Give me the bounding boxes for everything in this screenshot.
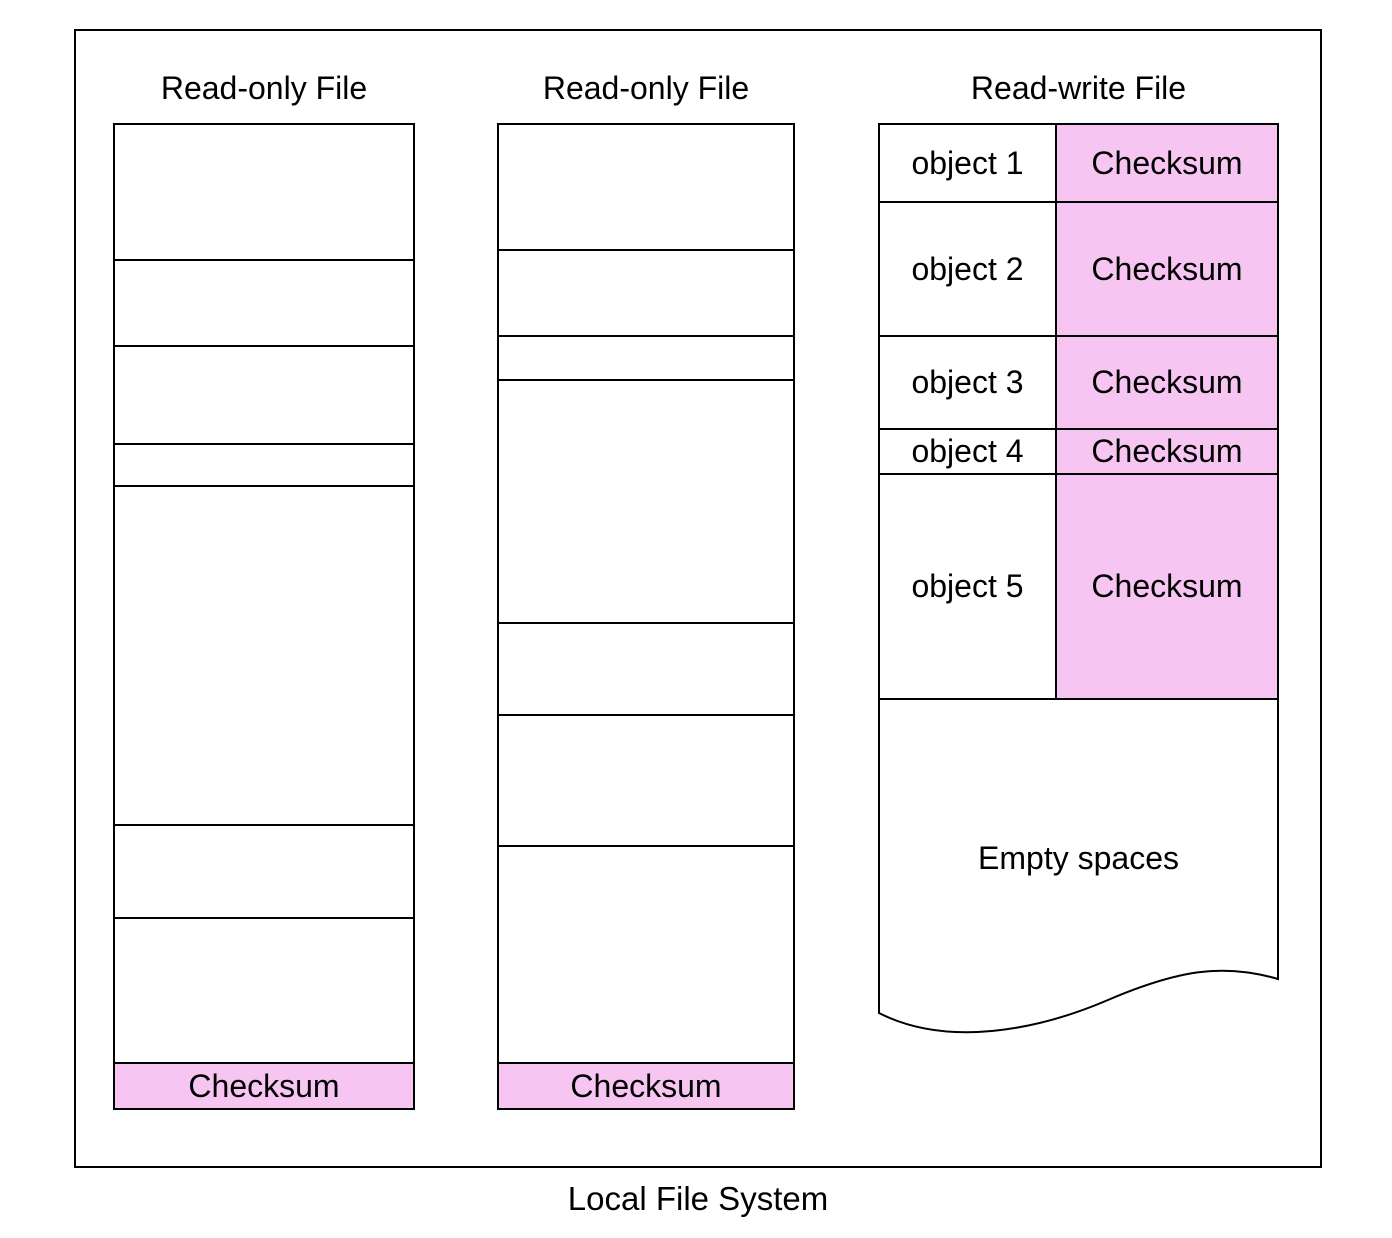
object-row: object 4 Checksum	[880, 428, 1277, 473]
readwrite-file-title: Read-write File	[970, 70, 1187, 106]
readonly-file-2-title: Read-only File	[542, 70, 750, 106]
empty-spaces-region	[878, 700, 1279, 1034]
file-segment	[499, 125, 793, 249]
checksum-cell: Checksum	[1057, 475, 1277, 698]
checksum-band: Checksum	[499, 1062, 793, 1108]
file-segment	[499, 249, 793, 335]
object-cell: object 4	[880, 430, 1057, 473]
object-cell: object 2	[880, 203, 1057, 335]
readonly-file-1-box: Checksum	[113, 123, 415, 1110]
empty-spaces-label: Empty spaces	[978, 840, 1179, 876]
object-row: object 1 Checksum	[880, 125, 1277, 201]
file-segment	[115, 824, 413, 917]
file-segment	[499, 335, 793, 379]
file-segment	[499, 714, 793, 845]
object-cell: object 3	[880, 337, 1057, 428]
object-row: object 5 Checksum	[880, 473, 1277, 698]
file-segment	[499, 622, 793, 714]
checksum-band: Checksum	[115, 1062, 413, 1108]
file-segment	[499, 379, 793, 622]
object-row: object 3 Checksum	[880, 335, 1277, 428]
readwrite-file-box: object 1 Checksum object 2 Checksum obje…	[878, 123, 1279, 700]
checksum-cell: Checksum	[1057, 203, 1277, 335]
object-cell: object 5	[880, 475, 1057, 698]
object-cell: object 1	[880, 125, 1057, 201]
checksum-cell: Checksum	[1057, 125, 1277, 201]
readonly-file-1-title: Read-only File	[160, 70, 368, 106]
file-segment	[115, 485, 413, 824]
file-segment	[499, 845, 793, 1062]
file-segment	[115, 443, 413, 485]
file-segment	[115, 259, 413, 345]
checksum-cell: Checksum	[1057, 337, 1277, 428]
file-segment	[115, 917, 413, 1062]
checksum-cell: Checksum	[1057, 430, 1277, 473]
readonly-file-2-box: Checksum	[497, 123, 795, 1110]
file-segment	[115, 345, 413, 443]
file-segment	[115, 125, 413, 259]
diagram-caption: Local File System	[567, 1180, 829, 1217]
object-row: object 2 Checksum	[880, 201, 1277, 335]
